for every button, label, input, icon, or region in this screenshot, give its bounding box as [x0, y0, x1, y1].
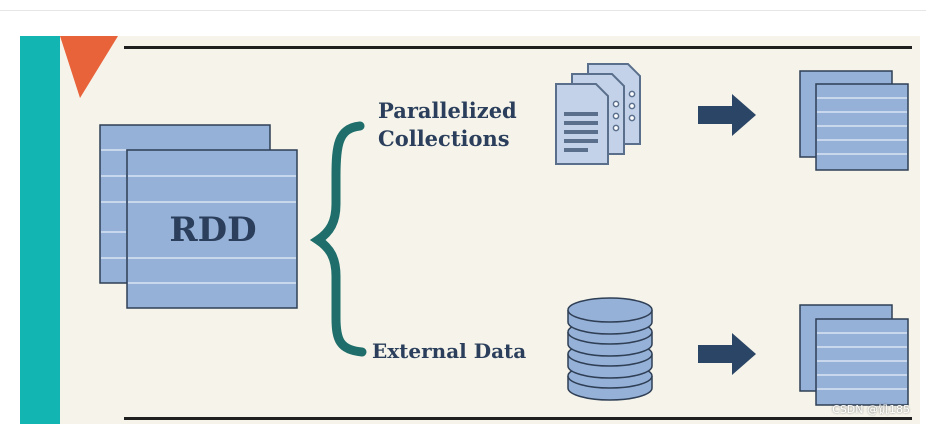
arrow-right-icon-bottom: [698, 333, 756, 375]
bottom-rule-line: [124, 417, 912, 420]
top-rule-line: [124, 46, 912, 49]
rdd-label: RDD: [169, 210, 257, 250]
diagram-graphics: [60, 36, 909, 406]
document-stack-icon: [555, 63, 641, 165]
data-stack-icon-bottom: [799, 304, 909, 406]
parallelized-line1: Parallelized: [378, 98, 517, 123]
curly-brace-icon: [309, 121, 367, 357]
orange-corner-triangle: [60, 36, 118, 98]
parallelized-line2: Collections: [378, 126, 510, 151]
top-divider: [0, 10, 926, 11]
external-data-label: External Data: [372, 339, 527, 363]
arrow-right-icon-top: [698, 94, 756, 136]
parallelized-collections-label: Parallelized Collections: [378, 97, 517, 153]
rdd-creation-slide: RDD Parallelized Collections External Da…: [20, 36, 920, 424]
data-stack-icon-top: [799, 70, 909, 171]
rdd-stack-icon: [99, 124, 298, 309]
watermark: CSDN @饥185: [832, 403, 910, 416]
teal-side-bar: [20, 36, 60, 424]
database-icon: [567, 297, 653, 401]
